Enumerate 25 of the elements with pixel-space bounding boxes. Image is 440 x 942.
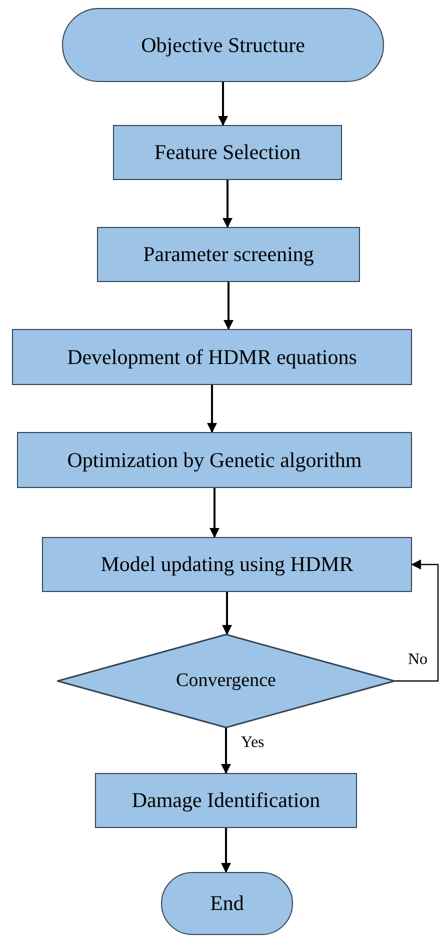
process-box [17,432,412,488]
process-box [12,329,412,385]
arrow [218,82,228,126]
node-text: Objective Structure [141,32,305,58]
process-box [113,125,342,180]
node-text: Convergence [176,670,276,692]
arrow [395,560,439,682]
arrow [207,385,217,433]
node-text: Damage Identification [132,788,320,813]
arrow [222,592,232,635]
arrow [210,488,220,538]
node-text: Feature Selection [154,140,301,165]
process-box [42,537,412,592]
arrow [222,180,232,228]
arrow [221,828,231,873]
process-box [97,227,360,282]
node-text: End [210,891,244,916]
decision-diamond [57,634,395,728]
node-text: Model updating using HDMR [100,552,354,577]
node-text: Parameter screening [143,242,314,267]
process-box [95,773,357,828]
node-text: Optimization by Genetic algorithm [67,448,362,472]
arrow [221,728,231,774]
node-text: Development of HDMR equations [67,344,357,370]
arrow [224,282,234,330]
